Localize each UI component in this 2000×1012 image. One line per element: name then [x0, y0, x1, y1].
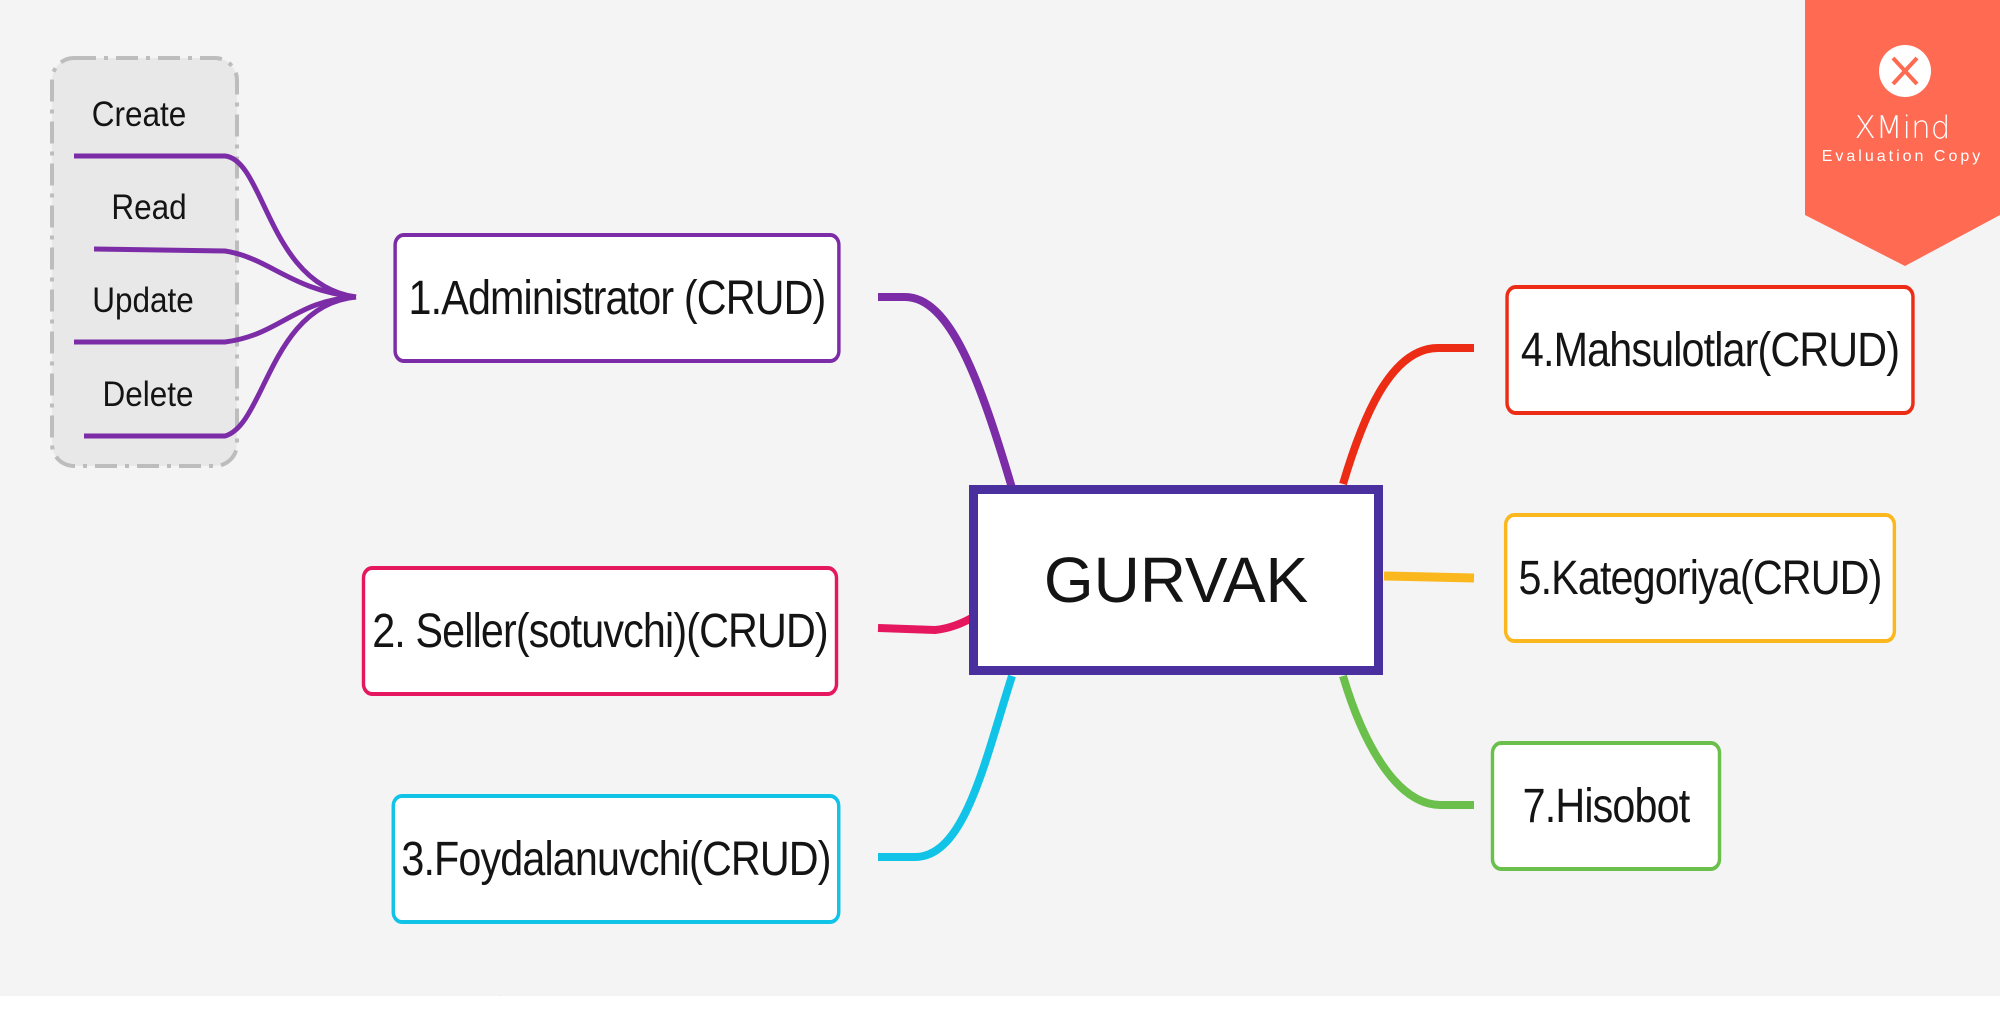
topic-mahsulotlar-label: 4.Mahsulotlar(CRUD) [1520, 323, 1900, 377]
connector-hisobot [1339, 674, 1474, 809]
central-topic[interactable]: GURVAK [969, 485, 1383, 675]
connector-kategoriya [1383, 571, 1475, 583]
subtopic-delete[interactable]: Delete [85, 375, 211, 415]
connector-seller [877, 612, 978, 635]
subtopic-group-frame [50, 56, 239, 468]
topic-hisobot[interactable]: 7.Hisobot [1490, 741, 1722, 871]
subtopic-read[interactable]: Read [86, 188, 212, 228]
topic-kategoriya[interactable]: 5.Kategoriya(CRUD) [1503, 513, 1897, 643]
topic-foydalanuvchi[interactable]: 3.Foydalanuvchi(CRUD) [391, 794, 841, 924]
topic-administrator[interactable]: 1.Administrator (CRUD) [393, 233, 841, 363]
central-topic-label: GURVAK [1043, 544, 1309, 616]
topic-foydalanuvchi-label: 3.Foydalanuvchi(CRUD) [401, 832, 831, 886]
connector-sub-read [93, 246, 357, 300]
topic-hisobot-label: 7.Hisobot [1522, 779, 1691, 833]
watermark-brand: XMind [1854, 110, 1951, 146]
xmind-x-icon [1879, 45, 1931, 97]
subtopic-update-label: Update [92, 281, 194, 320]
connector-sub-delete [84, 294, 357, 439]
connector-mahsulotlar [1339, 344, 1474, 486]
subtopic-create-label: Create [91, 95, 187, 134]
watermark-badge [1805, 0, 2000, 266]
connector-sub-create [74, 153, 357, 300]
topic-mahsulotlar[interactable]: 4.Mahsulotlar(CRUD) [1505, 285, 1915, 415]
watermark-subtitle: Evaluation Copy [1821, 148, 1984, 165]
subtopic-create[interactable]: Create [76, 95, 202, 135]
connector-administrator [878, 293, 1016, 490]
subtopic-read-label: Read [111, 188, 187, 227]
topic-seller-label: 2. Seller(sotuvchi)(CRUD) [372, 604, 828, 658]
topic-administrator-label: 1.Administrator (CRUD) [408, 271, 827, 325]
subtopic-delete-label: Delete [102, 375, 194, 414]
topic-seller[interactable]: 2. Seller(sotuvchi)(CRUD) [361, 566, 839, 696]
connector-foydalanuvchi [878, 674, 1016, 861]
topic-kategoriya-label: 5.Kategoriya(CRUD) [1518, 551, 1882, 605]
bottom-strip [0, 996, 2000, 1012]
subtopic-update[interactable]: Update [80, 281, 206, 321]
